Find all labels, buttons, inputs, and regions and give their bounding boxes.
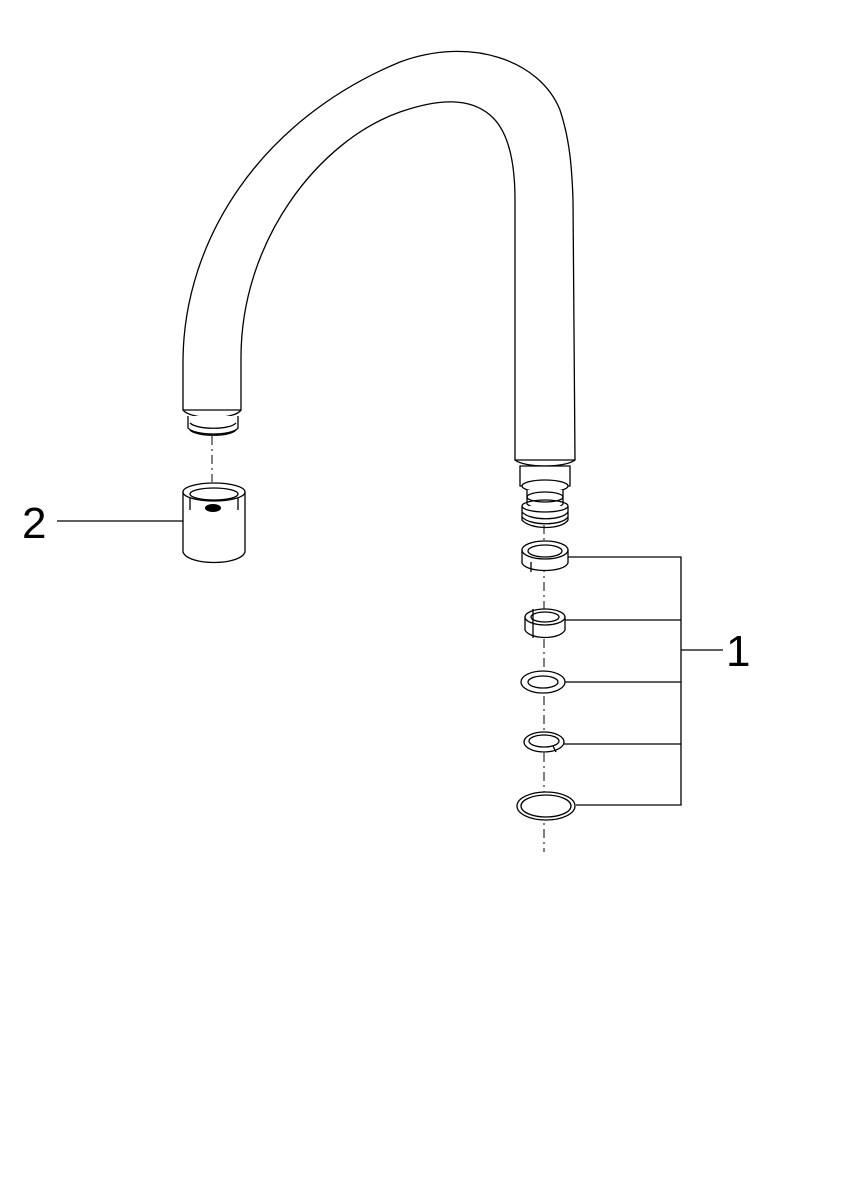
compression-ring [524, 608, 566, 639]
spout-inlet-connector [519, 465, 571, 529]
callout-2-label: 2 [22, 499, 46, 548]
spout [182, 50, 576, 467]
flat-washer [520, 670, 566, 694]
split-ring [521, 540, 569, 572]
o-ring [516, 791, 576, 821]
aerator [182, 482, 246, 564]
callout-1-label: 1 [726, 627, 750, 676]
snap-ring [523, 731, 565, 753]
callout-1-leader [564, 556, 723, 806]
spout-outlet-thread [187, 416, 239, 436]
